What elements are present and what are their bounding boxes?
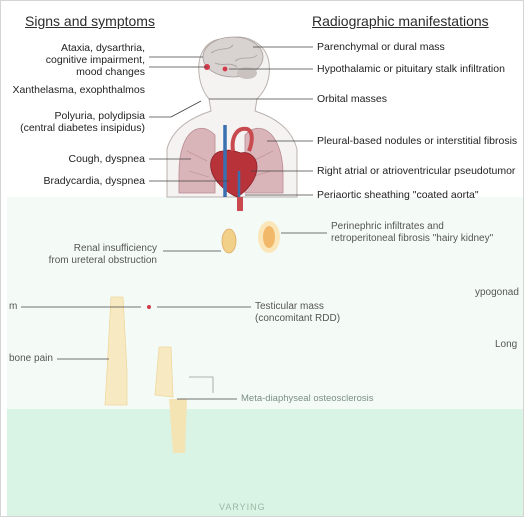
manifest-parenchymal-label: Parenchymal or dural mass bbox=[317, 41, 445, 53]
sign-bone-pain-label: bone pain bbox=[9, 353, 53, 365]
manifest-hypogonadism-fragment: ypogonad bbox=[475, 287, 519, 299]
footer-fragment: VARYING bbox=[219, 501, 266, 513]
manifest-orbital-label: Orbital masses bbox=[317, 93, 387, 105]
manifest-pleural-label: Pleural-based nodules or interstitial fi… bbox=[317, 135, 517, 147]
descending-aorta bbox=[237, 197, 243, 211]
sign-cough-label: Cough, dyspnea bbox=[69, 153, 145, 165]
manifest-atrial-label: Right atrial or atrioventricular pseudot… bbox=[317, 165, 515, 177]
sign-diabetes-insipidus-label: Polyuria, polydipsia (central diabetes i… bbox=[20, 110, 145, 134]
manifest-periaortic-label: Periaortic sheathing "coated aorta" bbox=[317, 189, 479, 201]
highlight-box bbox=[189, 377, 213, 393]
sign-fragment-label: m bbox=[9, 301, 17, 313]
sign-bradycardia-label: Bradycardia, dyspnea bbox=[43, 175, 145, 187]
manifest-long-fragment: Long bbox=[495, 339, 517, 351]
sign-neuro-label: Ataxia, dysarthria, cognitive impairment… bbox=[46, 42, 145, 78]
manifest-osteosclerosis-label: Meta-diaphyseal osteosclerosis bbox=[241, 393, 374, 405]
left-kidney bbox=[222, 229, 236, 253]
right-femur bbox=[155, 347, 173, 397]
manifest-hypothalamic-label: Hypothalamic or pituitary stalk infiltra… bbox=[317, 63, 505, 75]
testis-marker bbox=[147, 305, 151, 309]
lower-leg-bone bbox=[169, 399, 187, 453]
manifest-testicular-label: Testicular mass (concomitant RDD) bbox=[255, 301, 340, 325]
sign-renal-label: Renal insufficiency from ureteral obstru… bbox=[49, 243, 157, 267]
sign-eye-label: Xanthelasma, exophthalmos bbox=[13, 84, 146, 96]
left-femur bbox=[105, 297, 127, 405]
pituitary-marker bbox=[223, 67, 228, 72]
manifest-perinephric-label: Perinephric infiltrates and retroperiton… bbox=[331, 221, 493, 245]
